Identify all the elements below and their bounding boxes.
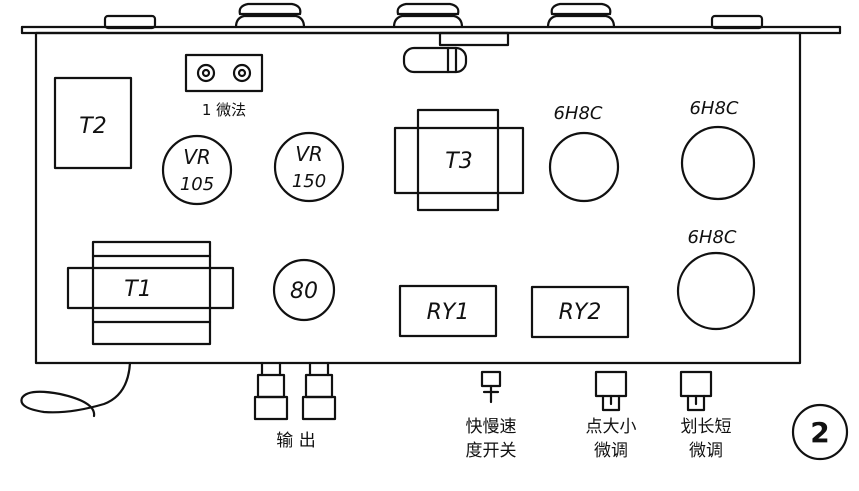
figure-number-circle	[791, 403, 849, 461]
knob-bracket	[402, 31, 510, 74]
dot-size-label-2: 微调	[594, 441, 628, 461]
tube-6h8c-1-label: 6H8C	[553, 103, 602, 124]
vr150-label-2: 150	[292, 171, 326, 192]
relay-ry2	[530, 285, 630, 339]
top-knob-left-small	[103, 14, 157, 30]
speed-switch-label-1: 快慢速	[466, 416, 517, 437]
dash-length-trimmer	[679, 370, 713, 412]
t2-transformer	[53, 76, 133, 170]
top-knob-3	[546, 2, 616, 29]
jack-plate	[184, 53, 264, 93]
output-label: 输 出	[276, 431, 315, 451]
jack-socket-2	[232, 63, 252, 83]
dash-length-label-2: 微调	[689, 441, 723, 461]
speed-switch-label-2: 度开关	[466, 441, 517, 461]
vr105-label-2: 105	[180, 174, 214, 195]
chassis-plate	[34, 31, 802, 365]
figure-number: 2	[810, 416, 829, 449]
relay-ry2-label: RY2	[559, 300, 602, 325]
power-cord	[20, 361, 132, 418]
jack-label: 1 微法	[202, 101, 246, 119]
tube-6h8c-3-label: 6H8C	[687, 227, 736, 248]
tube-6h8c-1	[548, 131, 620, 203]
t3-label: T3	[445, 149, 472, 174]
t2-label: T2	[79, 114, 106, 139]
top-knob-1	[234, 2, 306, 29]
jack-socket-1	[196, 63, 216, 83]
t3-transformer	[393, 108, 525, 212]
vr105-tube	[161, 134, 233, 206]
output-jack-2	[301, 361, 337, 421]
tube-6h8c-3	[676, 251, 756, 331]
speed-switch	[480, 370, 502, 404]
t1-transformer	[66, 240, 235, 346]
top-knob-right-small	[710, 14, 764, 30]
t1-label: T1	[124, 277, 151, 302]
tube-6h8c-2-label: 6H8C	[689, 98, 738, 119]
dot-size-trimmer	[594, 370, 628, 412]
vr105-label-1: VR	[183, 145, 211, 169]
rectifier-80-tube	[272, 258, 336, 322]
relay-ry1-label: RY1	[427, 300, 470, 325]
dash-length-label-1: 划长短	[681, 417, 732, 437]
output-jack-1	[253, 361, 289, 421]
top-knob-2	[392, 2, 464, 29]
rectifier-80-label: 80	[290, 279, 318, 304]
tube-6h8c-2	[680, 125, 756, 201]
dot-size-label-1: 点大小	[586, 417, 637, 437]
relay-ry1	[398, 284, 498, 338]
vr150-label-1: VR	[295, 142, 323, 166]
vr150-tube	[273, 131, 345, 203]
